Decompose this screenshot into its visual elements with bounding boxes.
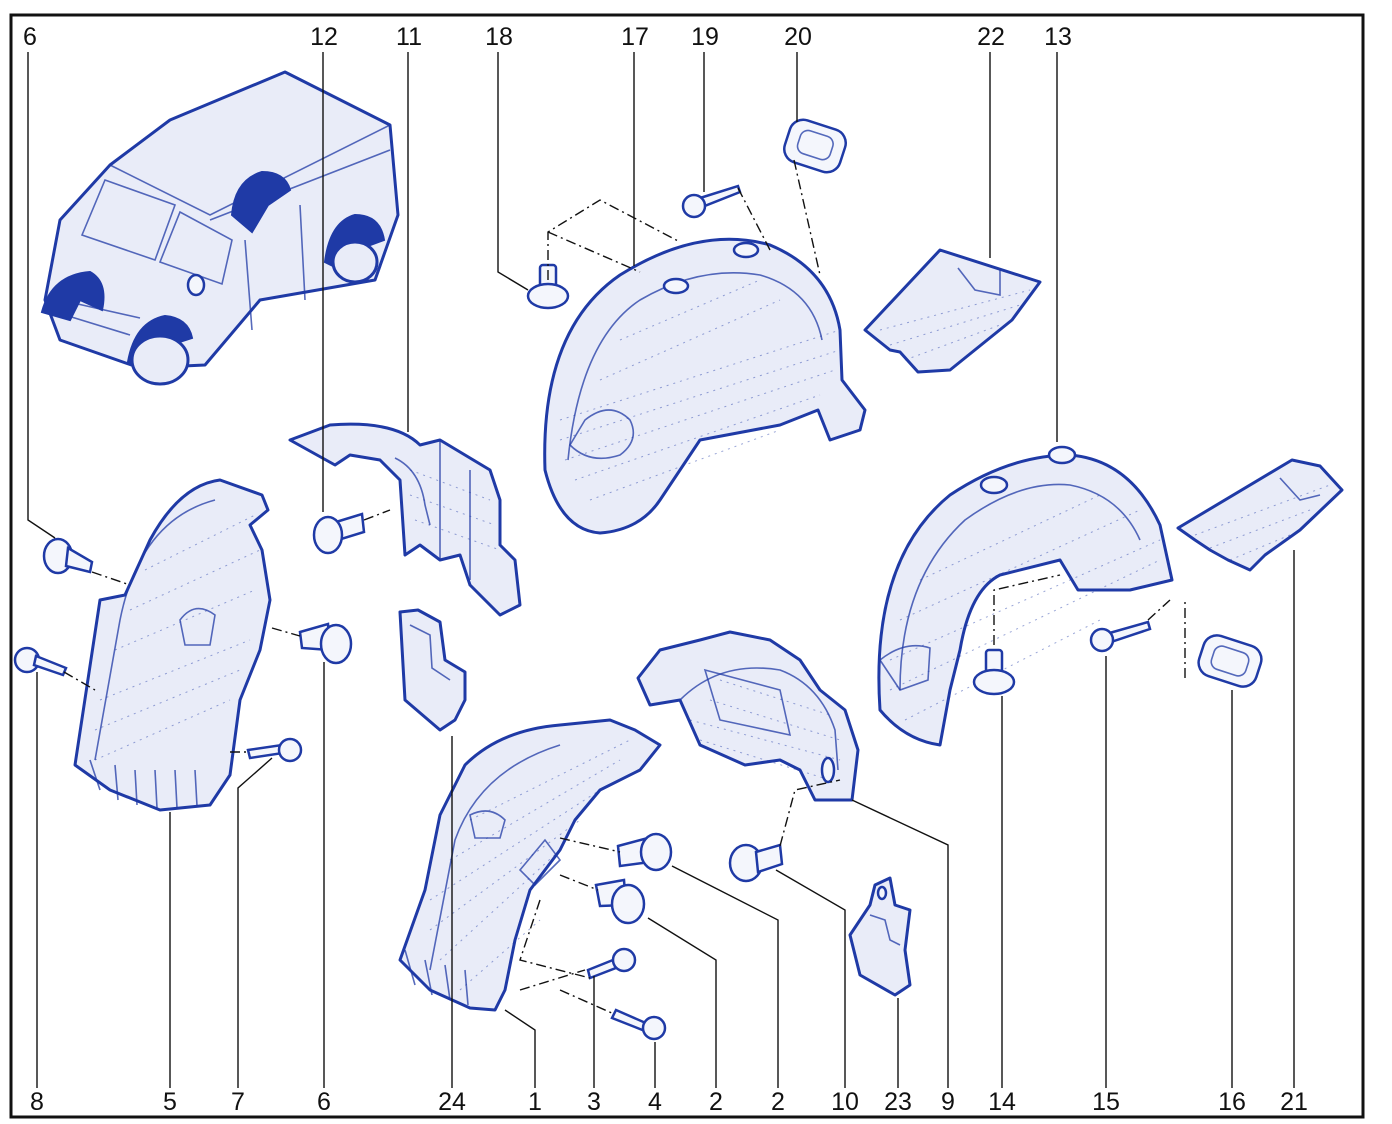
callout-top-19: 19 (691, 23, 719, 51)
bottom-callouts: 8 5 7 6 24 1 3 4 2 2 10 23 9 14 15 16 21 (30, 1088, 1308, 1116)
callout-bottom-9: 9 (941, 1088, 955, 1116)
leader-lines (27, 52, 1295, 1088)
callout-top-22: 22 (977, 23, 1005, 51)
assembly-lines (63, 159, 1186, 1015)
diagram-frame (9, 13, 1365, 1119)
callout-bottom-2b: 2 (771, 1088, 785, 1116)
callout-bottom-6: 6 (317, 1088, 331, 1116)
screw-19 (681, 184, 742, 219)
screw-8 (13, 646, 68, 677)
clip-14 (972, 648, 1016, 696)
top-callouts: 6 12 11 18 17 19 20 22 13 (23, 23, 1072, 51)
screw-4 (610, 1008, 667, 1041)
callout-bottom-15: 15 (1092, 1088, 1120, 1116)
callout-bottom-3: 3 (587, 1088, 601, 1116)
rear-wheel-arch-liner-17 (543, 237, 867, 535)
rear-left-wheel-arch-highlight (230, 170, 292, 234)
rear-wheel-arch-liner-13 (877, 445, 1174, 747)
callout-top-18: 18 (485, 23, 513, 51)
callout-bottom-1: 1 (528, 1088, 542, 1116)
clip-6-left (42, 537, 94, 575)
callout-bottom-4: 4 (648, 1088, 662, 1116)
screw-15 (1089, 620, 1152, 653)
callout-bottom-5: 5 (163, 1088, 177, 1116)
callout-bottom-16: 16 (1218, 1088, 1246, 1116)
clip-10 (728, 843, 784, 883)
mud-flap-bracket-24 (398, 608, 467, 732)
splash-shield-22 (863, 248, 1042, 374)
callout-top-17: 17 (621, 23, 649, 51)
callout-bottom-21: 21 (1280, 1088, 1308, 1116)
screw-3 (586, 947, 637, 980)
clip-2-upper (616, 832, 673, 872)
callout-bottom-8: 8 (30, 1088, 44, 1116)
mud-flap-bracket-23 (848, 876, 912, 997)
front-wheel-arch-liner-9 (636, 630, 860, 802)
callout-top-12: 12 (310, 23, 338, 51)
grommet-20 (783, 118, 847, 174)
splash-shield-21 (1176, 458, 1344, 572)
front-wheel-arch-liner-5 (73, 478, 272, 812)
callout-bottom-10: 10 (831, 1088, 859, 1116)
clip-6-right (298, 622, 353, 665)
clip-12 (312, 512, 366, 555)
callout-top-6: 6 (23, 23, 37, 51)
callout-top-13: 13 (1044, 23, 1072, 51)
front-wheel-arch-liner-1 (398, 718, 662, 1012)
van-overview (40, 70, 400, 386)
grommet-16 (1197, 634, 1263, 688)
clip-2-lower (594, 878, 646, 925)
callout-top-11: 11 (396, 23, 422, 51)
front-wheel-arch-highlight (40, 270, 105, 322)
front-liner-bracket-11 (288, 422, 522, 617)
screw-7 (246, 737, 303, 763)
callout-bottom-24: 24 (438, 1088, 466, 1116)
callout-top-20: 20 (784, 23, 812, 51)
callout-bottom-7: 7 (231, 1088, 245, 1116)
callout-bottom-2a: 2 (709, 1088, 723, 1116)
callout-bottom-14: 14 (988, 1088, 1016, 1116)
callout-bottom-23: 23 (884, 1088, 912, 1116)
